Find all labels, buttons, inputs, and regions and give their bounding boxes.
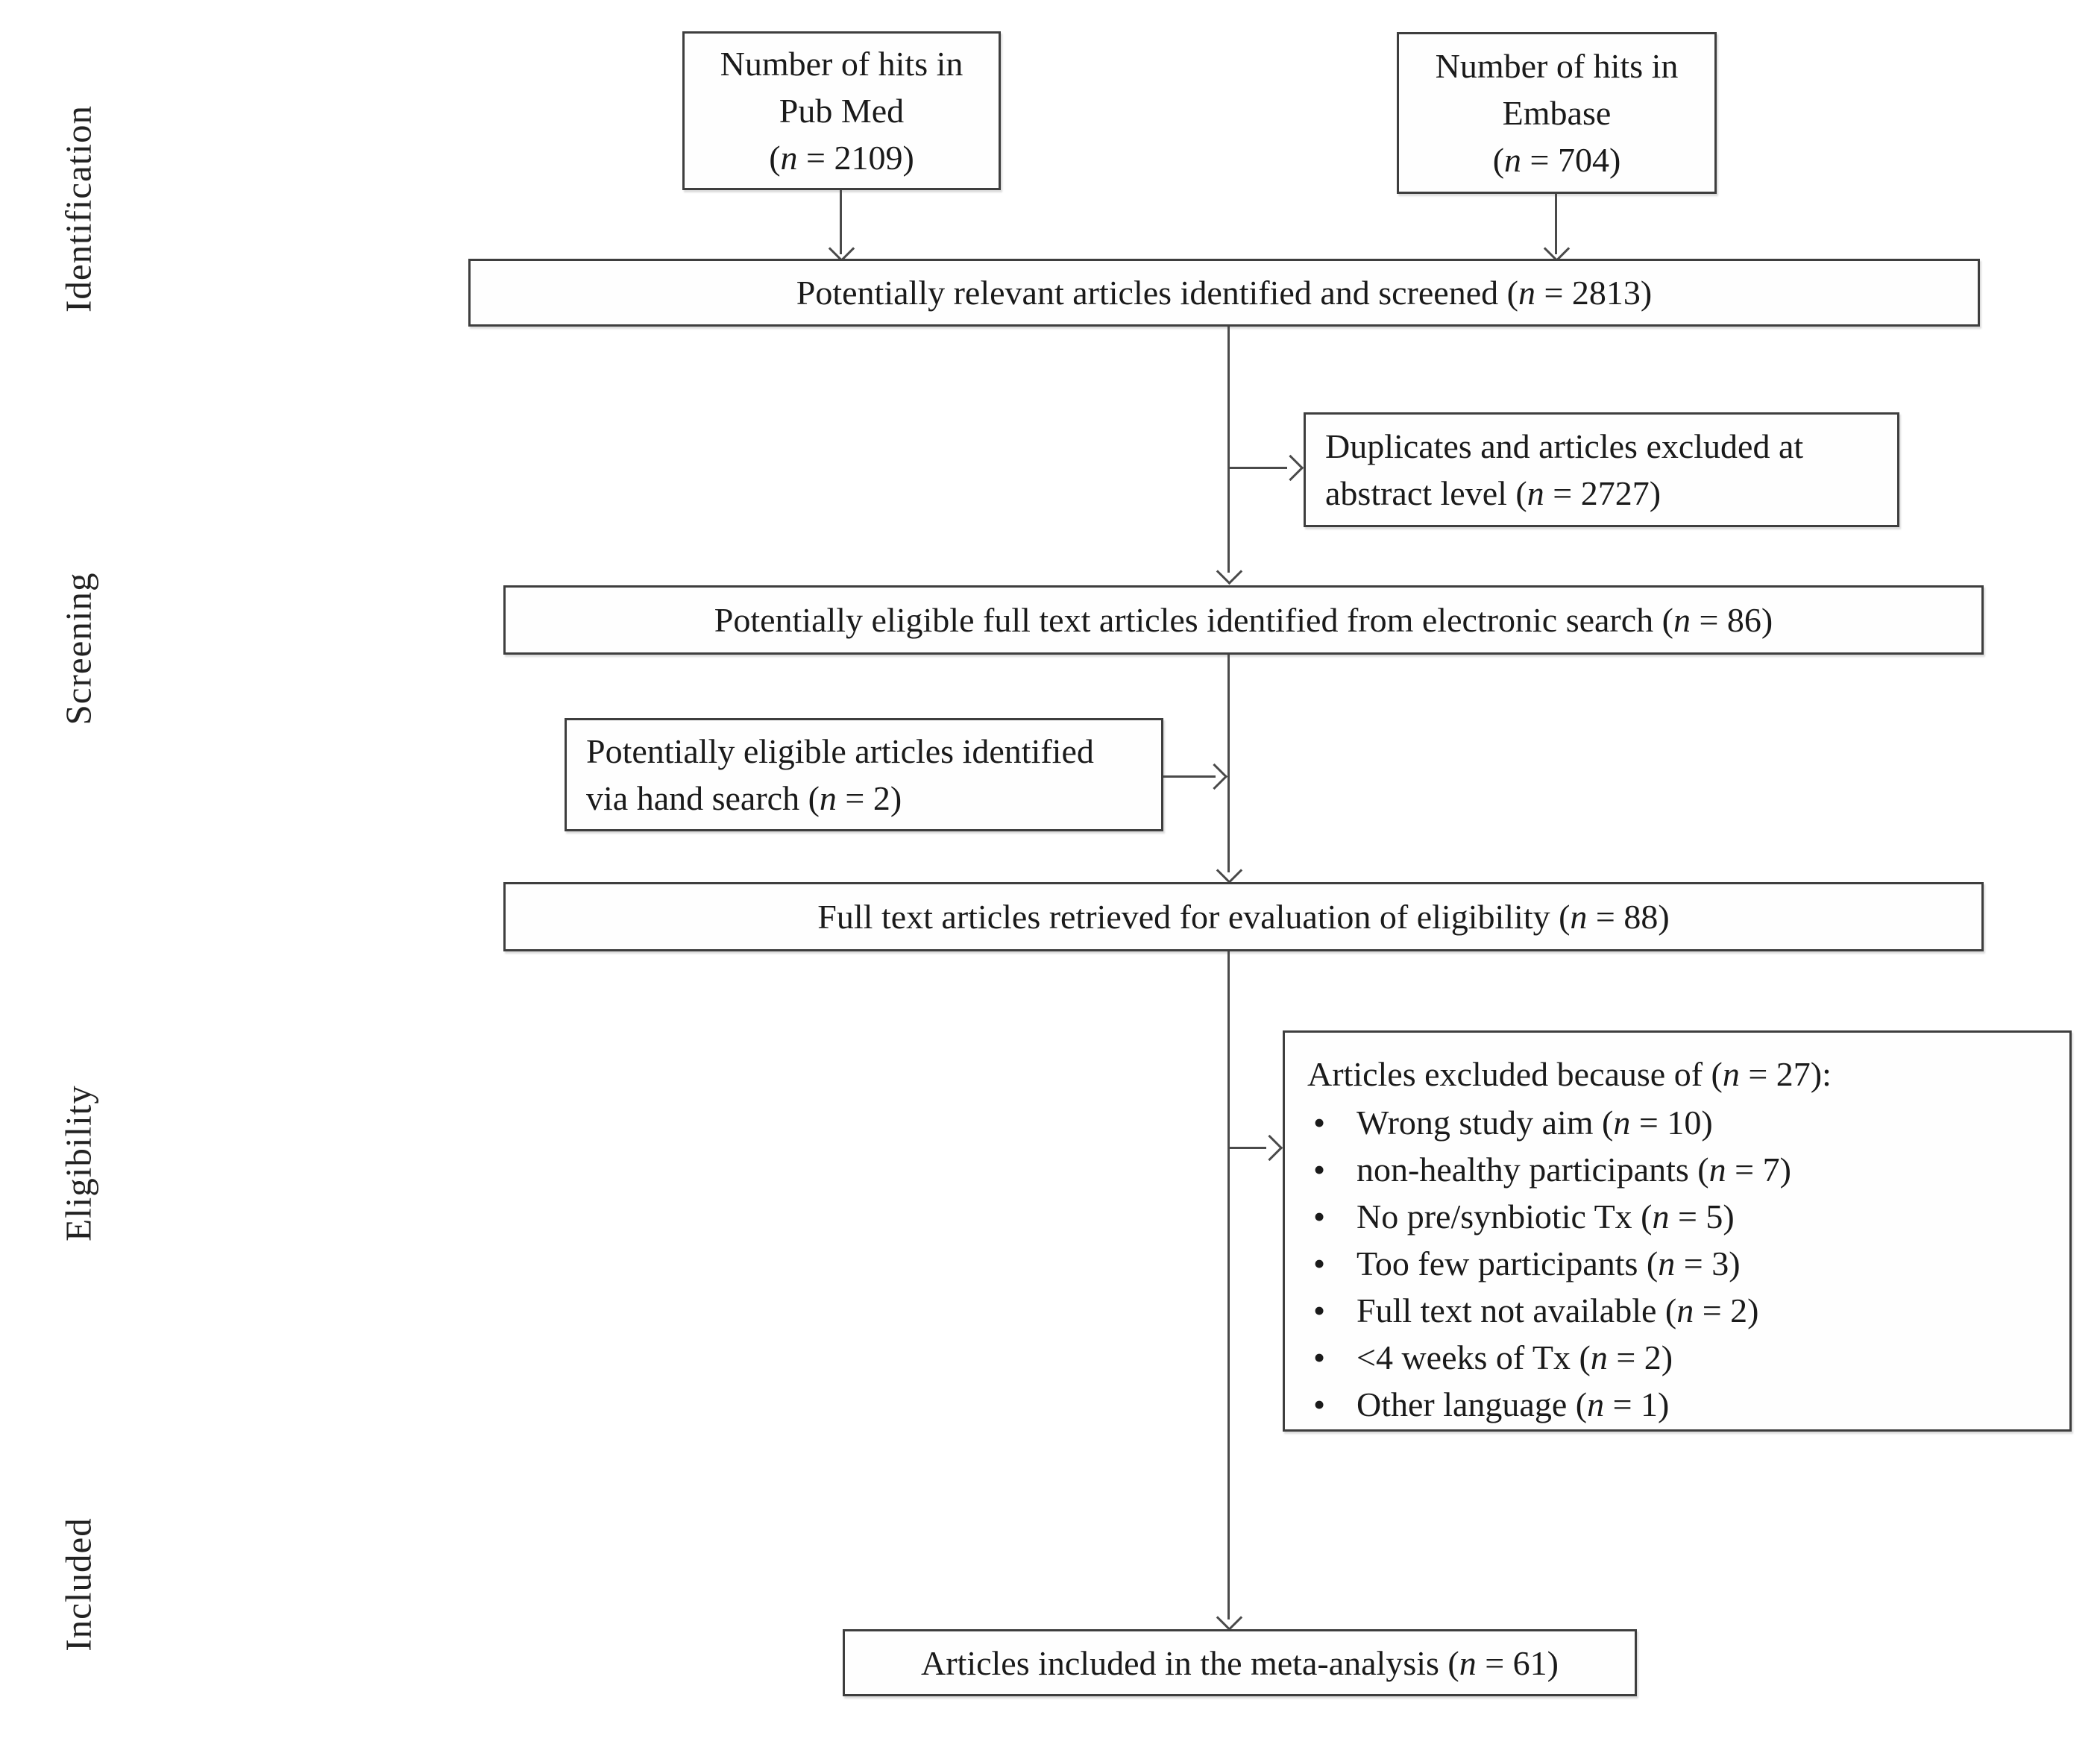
stage-label-screening: Screening: [57, 572, 99, 725]
electronic-search-text: Potentially eligible full text articles …: [714, 601, 1773, 639]
excluded-reason-item: non-healthy participants (n = 7): [1307, 1146, 2047, 1193]
embase-line-3: (n = 704): [1492, 141, 1621, 179]
stage-label-identification: Identification: [57, 105, 99, 312]
arrow-fulltext-to-included-line: [1227, 951, 1230, 1619]
pubmed-hits-box: Number of hits in Pub Med (n = 2109): [682, 31, 1001, 190]
meta-analysis-included-box: Articles included in the meta-analysis (…: [843, 1629, 1637, 1696]
excluded-reason-item: Other language (n = 1): [1307, 1381, 2047, 1428]
arrow-embase-to-screened-head-icon: [1543, 235, 1571, 262]
pubmed-line-3: (n = 2109): [769, 139, 914, 177]
embase-hits-text: Number of hits in Embase (n = 704): [1436, 43, 1679, 183]
arrow-branch-duplicates-line: [1227, 467, 1287, 469]
hand-search-box: Potentially eligible articles identified…: [565, 718, 1163, 831]
pubmed-hits-text: Number of hits in Pub Med (n = 2109): [720, 40, 963, 181]
excluded-reason-item: <4 weeks of Tx (n = 2): [1307, 1334, 2047, 1381]
arrow-pubmed-to-screened-line: [840, 190, 842, 254]
stage-label-included: Included: [57, 1517, 99, 1652]
arrow-branch-excluded-line: [1227, 1147, 1266, 1149]
pubmed-line-2: Pub Med: [779, 92, 905, 130]
arrow-branch-duplicates-head-icon: [1277, 454, 1304, 482]
duplicates-excluded-text: Duplicates and articles excluded at abst…: [1325, 427, 1804, 512]
excluded-reason-item: Too few participants (n = 3): [1307, 1240, 2047, 1287]
arrow-screened-to-electronic-line: [1227, 327, 1230, 573]
excluded-reason-item: Full text not available (n = 2): [1307, 1287, 2047, 1334]
arrow-electronic-to-fulltext-head-icon: [1216, 857, 1243, 884]
articles-excluded-box: Articles excluded because of (n = 27): W…: [1283, 1030, 2072, 1432]
articles-excluded-list: Wrong study aim (n = 10) non-healthy par…: [1307, 1099, 2047, 1428]
electronic-search-box: Potentially eligible full text articles …: [503, 585, 1984, 655]
screened-box: Potentially relevant articles identified…: [468, 259, 1980, 327]
articles-excluded-heading: Articles excluded because of (n = 27):: [1307, 1055, 1832, 1093]
arrow-branch-excluded-head-icon: [1256, 1134, 1283, 1162]
fulltext-retrieved-box: Full text articles retrieved for evaluat…: [503, 882, 1984, 951]
arrow-handsearch-merge-line: [1163, 775, 1216, 778]
duplicates-excluded-box: Duplicates and articles excluded at abst…: [1304, 412, 1899, 527]
arrow-pubmed-to-screened-head-icon: [828, 235, 855, 262]
excluded-reason-item: Wrong study aim (n = 10): [1307, 1099, 2047, 1146]
arrow-fulltext-to-included-head-icon: [1216, 1604, 1243, 1631]
excluded-reason-item: No pre/synbiotic Tx (n = 5): [1307, 1193, 2047, 1240]
arrow-handsearch-merge-head-icon: [1201, 763, 1228, 790]
embase-line-1: Number of hits in: [1435, 47, 1679, 85]
arrow-embase-to-screened-line: [1555, 194, 1557, 254]
pubmed-line-1: Number of hits in: [720, 45, 963, 83]
meta-analysis-included-text: Articles included in the meta-analysis (…: [921, 1643, 1559, 1682]
screened-text: Potentially relevant articles identified…: [796, 274, 1653, 312]
embase-line-2: Embase: [1502, 94, 1612, 132]
arrow-screened-to-electronic-head-icon: [1216, 558, 1243, 585]
hand-search-text: Potentially eligible articles identified…: [586, 732, 1094, 817]
stage-label-eligibility: Eligibility: [57, 1085, 99, 1241]
fulltext-retrieved-text: Full text articles retrieved for evaluat…: [817, 898, 1670, 936]
embase-hits-box: Number of hits in Embase (n = 704): [1397, 32, 1717, 194]
arrow-electronic-to-fulltext-line: [1227, 655, 1230, 872]
